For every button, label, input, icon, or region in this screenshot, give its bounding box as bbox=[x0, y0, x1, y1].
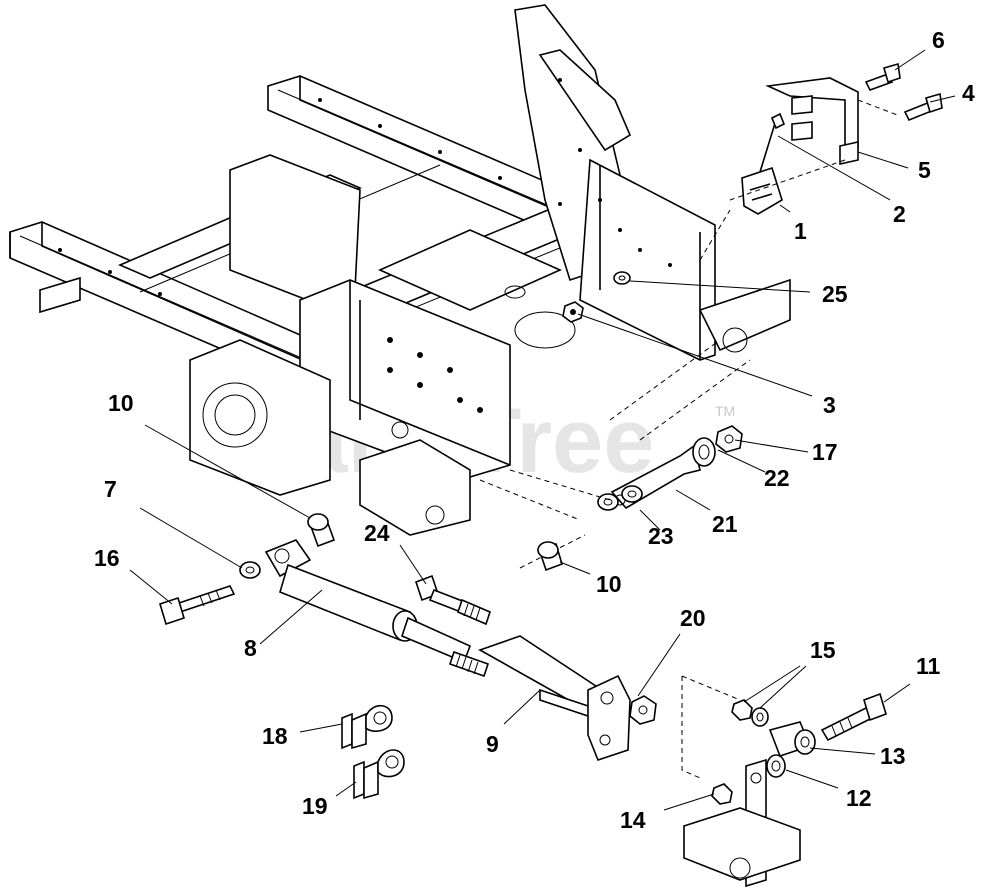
nut-part-20-icon bbox=[629, 695, 657, 725]
screw-part-6-icon bbox=[864, 62, 901, 91]
callout-23: 23 bbox=[648, 523, 674, 549]
washer-part-23-icon bbox=[597, 485, 643, 511]
callout-16: 16 bbox=[94, 545, 120, 571]
washer-part-22-icon bbox=[692, 437, 716, 467]
bolt-part-16-icon bbox=[159, 585, 236, 626]
spacer-part-10b-icon bbox=[537, 541, 563, 572]
callout-24: 24 bbox=[364, 520, 390, 546]
callout-2: 2 bbox=[893, 201, 906, 227]
callout-17: 17 bbox=[812, 439, 838, 465]
nut-part-3-icon bbox=[562, 301, 584, 323]
rod-end-part-24-icon bbox=[414, 574, 491, 626]
washer-part-7-icon bbox=[239, 561, 261, 579]
callout-1: 1 bbox=[794, 218, 807, 244]
callout-25: 25 bbox=[822, 281, 848, 307]
callout-18: 18 bbox=[262, 723, 288, 749]
watermark-tm: TM bbox=[715, 403, 735, 419]
callout-labels: 1 2 3 4 5 6 7 8 9 10 10 11 12 13 14 15 1… bbox=[94, 27, 975, 833]
washer-part-12-icon bbox=[766, 754, 786, 778]
switch-bracket-icon bbox=[765, 77, 859, 165]
rod-end-part-13-icon bbox=[768, 721, 816, 758]
callout-10b: 10 bbox=[596, 571, 622, 597]
callout-12: 12 bbox=[846, 785, 872, 811]
callout-5: 5 bbox=[918, 157, 931, 183]
hydraulic-cylinder-icon bbox=[264, 539, 490, 678]
callout-22: 22 bbox=[764, 465, 790, 491]
screw-part-4-icon bbox=[903, 92, 943, 122]
callout-21: 21 bbox=[712, 511, 738, 537]
callout-19: 19 bbox=[302, 793, 328, 819]
interlock-switch-icon bbox=[741, 112, 786, 215]
lift-link-part-9-icon bbox=[478, 635, 631, 761]
nut-part-17-icon bbox=[715, 425, 743, 453]
callout-8: 8 bbox=[244, 635, 257, 661]
chassis-frame-icon bbox=[9, 4, 791, 536]
bolt-part-11-icon bbox=[820, 692, 887, 742]
callout-3: 3 bbox=[823, 392, 836, 418]
callout-15: 15 bbox=[810, 637, 836, 663]
washer-part-25-icon bbox=[613, 271, 631, 285]
spacer-part-10a-icon bbox=[307, 513, 336, 548]
nut-part-14-icon bbox=[711, 783, 733, 805]
callout-14: 14 bbox=[620, 807, 646, 833]
callout-13: 13 bbox=[880, 743, 906, 769]
callout-11: 11 bbox=[916, 653, 941, 679]
callout-6: 6 bbox=[932, 27, 945, 53]
lever-bracket-icon bbox=[683, 758, 801, 888]
hose-clip-18-icon bbox=[341, 704, 393, 750]
callout-20: 20 bbox=[680, 605, 706, 631]
callout-9: 9 bbox=[486, 731, 499, 757]
hose-clip-19-icon bbox=[353, 749, 405, 800]
callout-7: 7 bbox=[104, 476, 117, 502]
callout-10a: 10 bbox=[108, 390, 134, 416]
leader-lines bbox=[129, 49, 956, 811]
callout-4: 4 bbox=[962, 80, 975, 106]
washer-part-15-icon bbox=[731, 699, 769, 727]
